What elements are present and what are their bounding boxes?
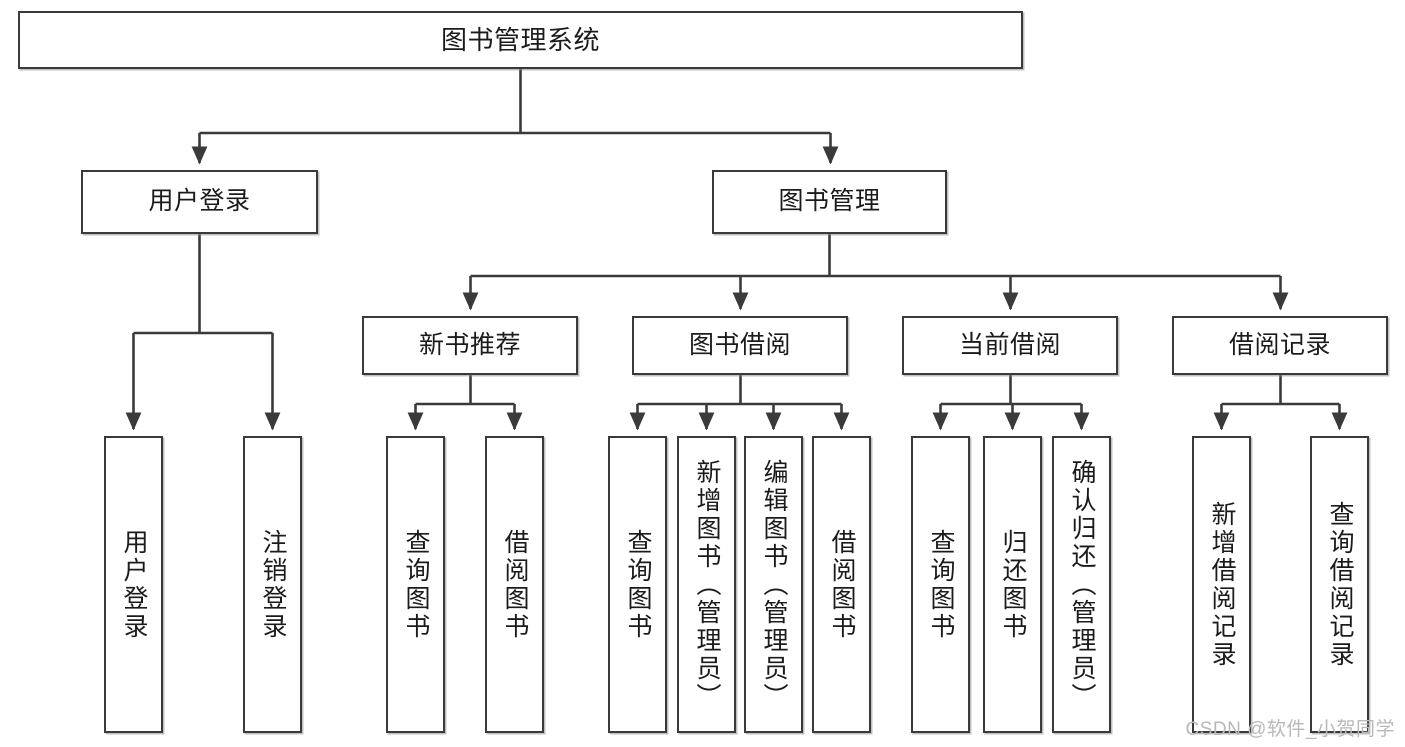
node-leaf-confirm-return[interactable]: 确认归还（管理员） — [1052, 436, 1111, 733]
node-leaf-query-record[interactable]: 查询借阅记录 — [1310, 436, 1369, 733]
node-borrow-record[interactable]: 借阅记录 — [1172, 316, 1388, 375]
node-leaf-edit-book-label: 编辑图书（管理员） — [760, 458, 788, 711]
node-leaf-query-book-2[interactable]: 查询图书 — [608, 436, 667, 733]
node-leaf-add-record[interactable]: 新增借阅记录 — [1192, 436, 1251, 733]
node-root-label: 图书管理系统 — [440, 24, 600, 55]
node-new-book-rec[interactable]: 新书推荐 — [362, 316, 578, 375]
node-borrow-record-label: 借阅记录 — [1228, 330, 1331, 359]
node-leaf-query-book-3-label: 查询图书 — [927, 528, 955, 641]
node-leaf-edit-book[interactable]: 编辑图书（管理员） — [744, 436, 803, 733]
node-book-borrow-label: 图书借阅 — [688, 330, 791, 359]
node-leaf-query-record-label: 查询借阅记录 — [1326, 500, 1354, 669]
watermark-text: CSDN @软件_小贺同学 — [1185, 719, 1395, 740]
node-leaf-user-logout-label: 注销登录 — [259, 528, 287, 641]
node-user-login-label: 用户登录 — [148, 187, 251, 216]
node-new-book-rec-label: 新书推荐 — [418, 330, 521, 359]
node-leaf-query-book-1-label: 查询图书 — [402, 528, 430, 641]
node-book-borrow[interactable]: 图书借阅 — [632, 316, 848, 375]
node-book-manage-label: 图书管理 — [778, 187, 881, 216]
node-leaf-borrow-book-2[interactable]: 借阅图书 — [812, 436, 871, 733]
node-leaf-query-book-3[interactable]: 查询图书 — [911, 436, 970, 733]
node-leaf-query-book-1[interactable]: 查询图书 — [386, 436, 445, 733]
node-current-borrow-label: 当前借阅 — [958, 330, 1061, 359]
node-leaf-borrow-book-2-label: 借阅图书 — [828, 528, 856, 641]
node-current-borrow[interactable]: 当前借阅 — [902, 316, 1118, 375]
node-root[interactable]: 图书管理系统 — [18, 11, 1023, 69]
node-leaf-borrow-book-1-label: 借阅图书 — [501, 528, 529, 641]
node-leaf-add-book[interactable]: 新增图书（管理员） — [677, 436, 736, 733]
node-leaf-user-logout[interactable]: 注销登录 — [243, 436, 302, 733]
node-leaf-confirm-return-label: 确认归还（管理员） — [1068, 458, 1096, 711]
node-book-manage[interactable]: 图书管理 — [712, 170, 947, 234]
node-user-login[interactable]: 用户登录 — [81, 170, 318, 234]
node-leaf-add-record-label: 新增借阅记录 — [1208, 500, 1236, 669]
node-leaf-borrow-book-1[interactable]: 借阅图书 — [485, 436, 544, 733]
node-leaf-user-login[interactable]: 用户登录 — [104, 436, 163, 733]
node-leaf-query-book-2-label: 查询图书 — [624, 528, 652, 641]
node-leaf-return-book-label: 归还图书 — [999, 528, 1027, 641]
node-leaf-add-book-label: 新增图书（管理员） — [693, 458, 721, 711]
node-leaf-user-login-label: 用户登录 — [120, 528, 148, 641]
node-leaf-return-book[interactable]: 归还图书 — [983, 436, 1042, 733]
